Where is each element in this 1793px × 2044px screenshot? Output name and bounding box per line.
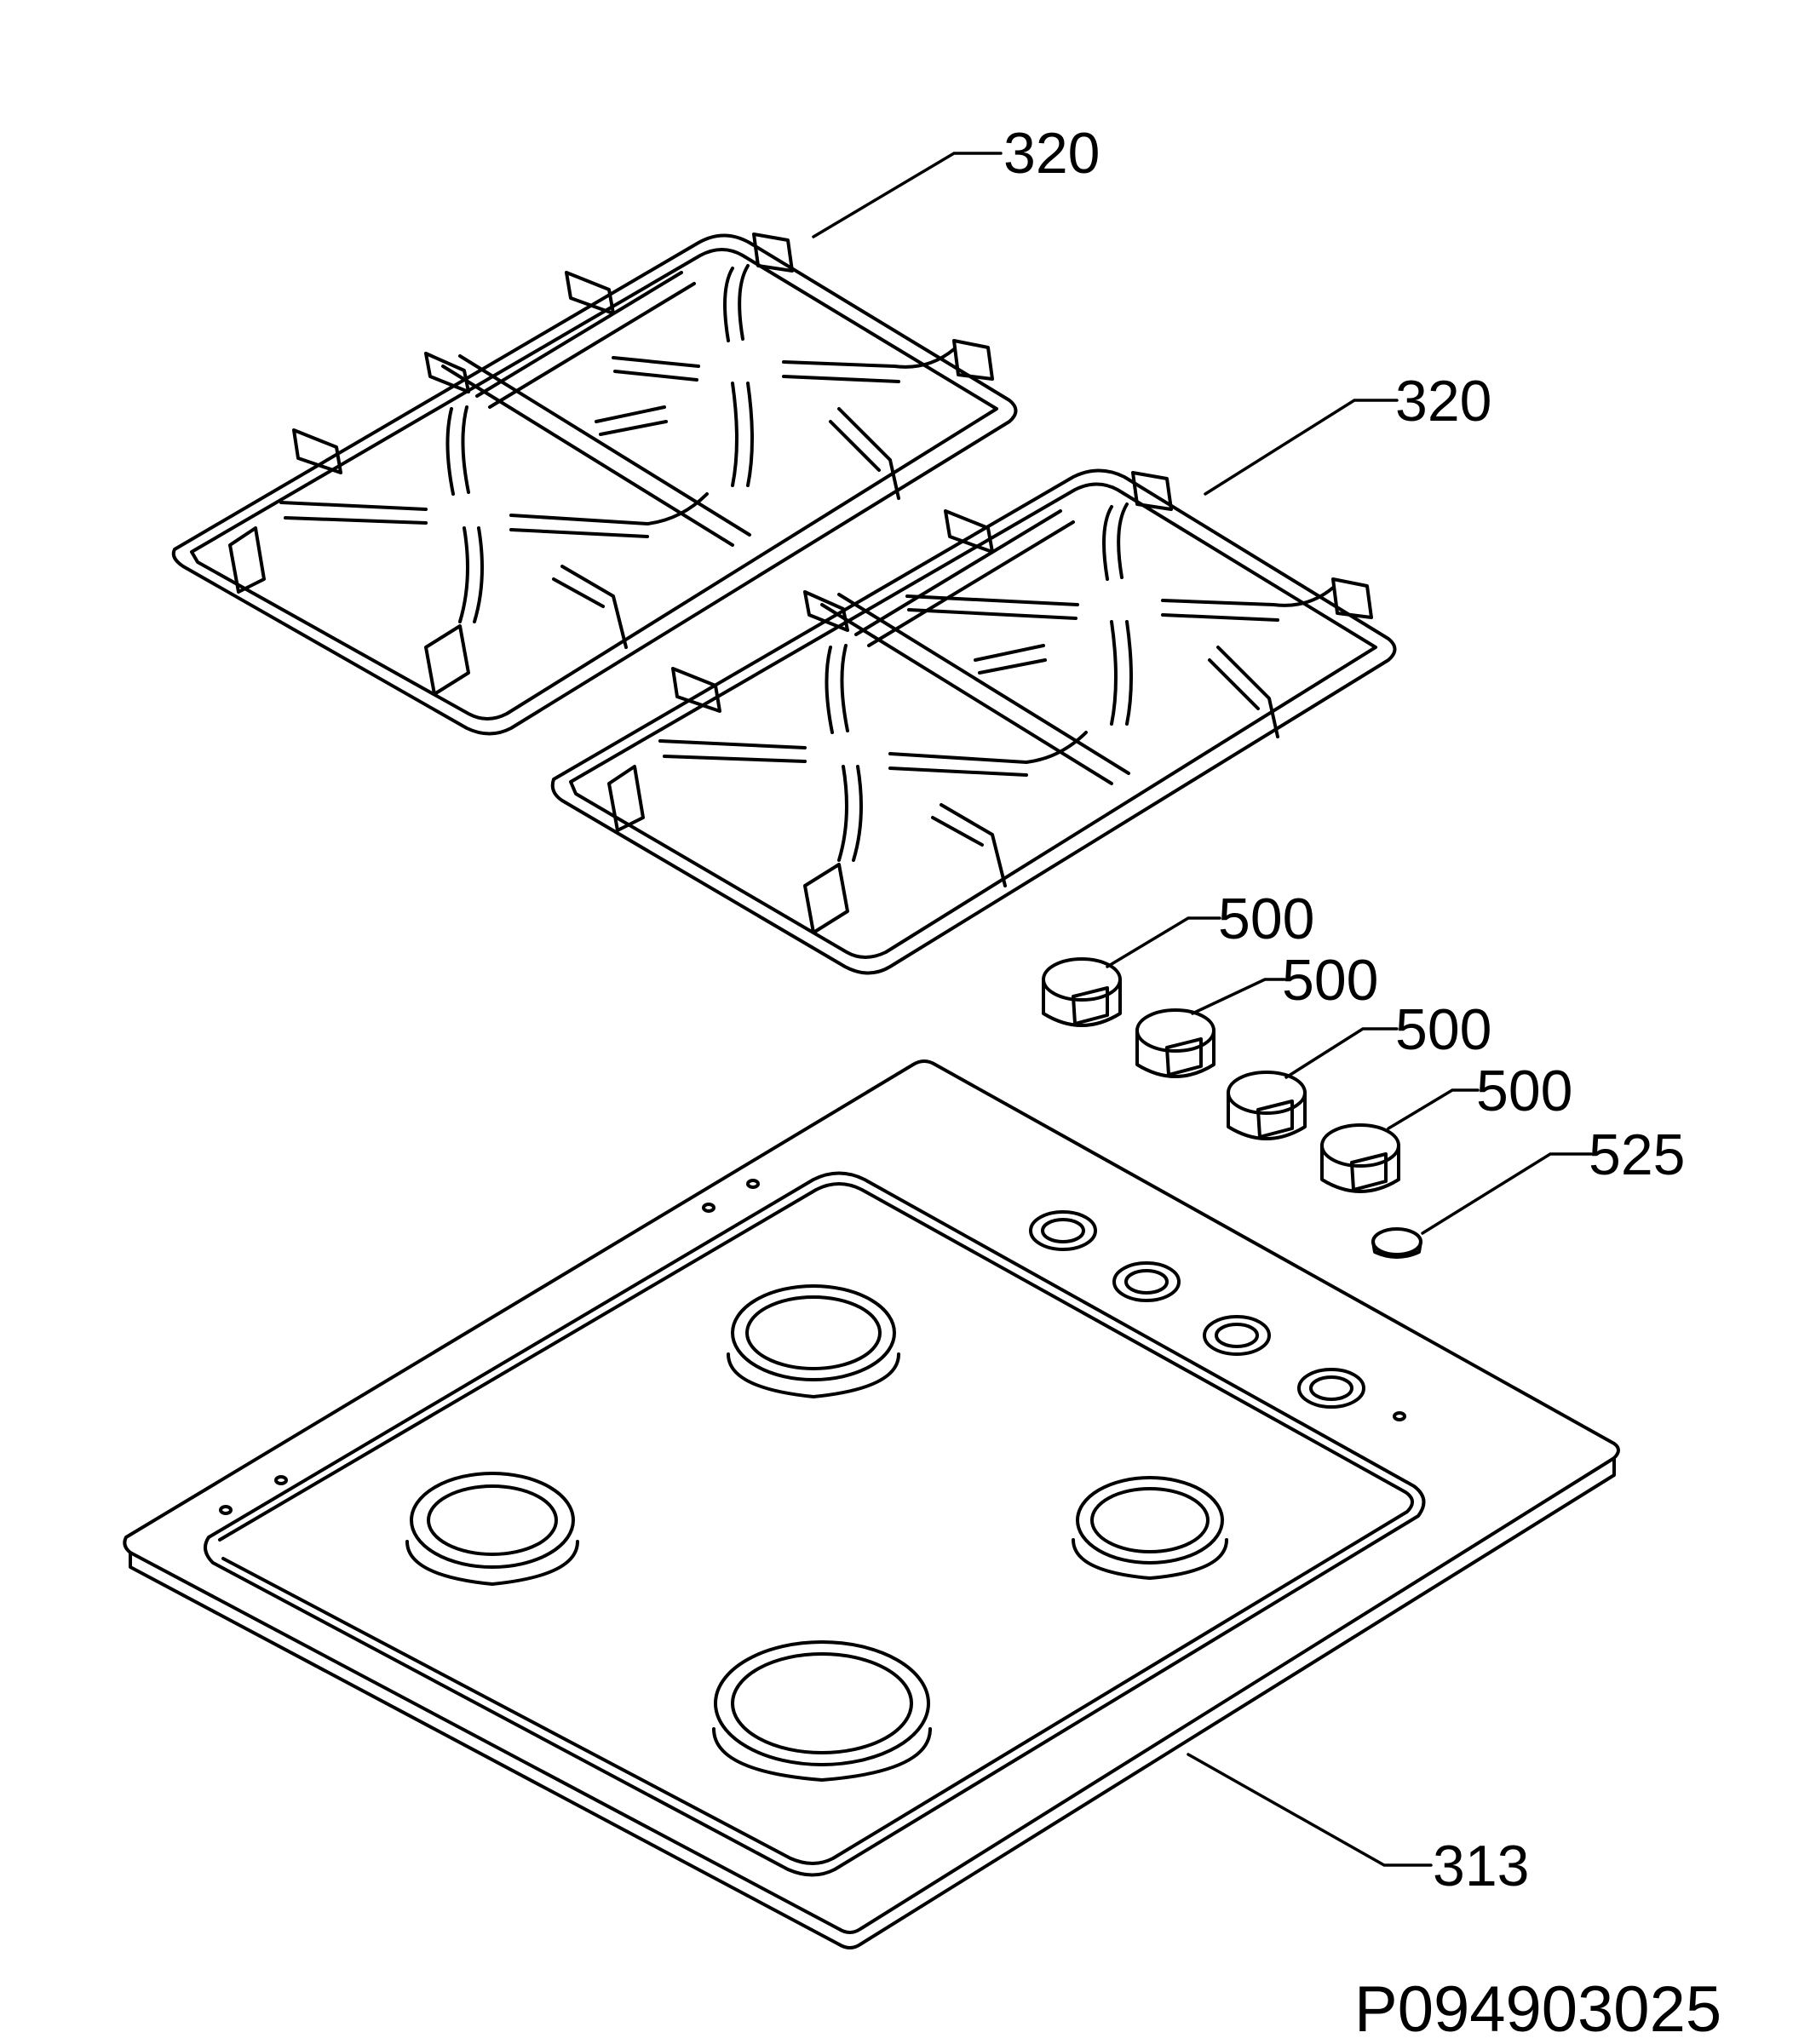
part-label-ignition-button: 525 (1589, 1122, 1685, 1187)
knob-seat-2 (1112, 1261, 1181, 1302)
burner-rear (727, 1284, 900, 1398)
control-knob-3 (1227, 1071, 1307, 1140)
part-label-knob-2: 500 (1282, 948, 1378, 1013)
part-label-knob-1: 500 (1218, 887, 1314, 951)
burner-front (712, 1640, 932, 1782)
control-knob-1 (1042, 957, 1122, 1027)
control-knob-2 (1135, 1008, 1215, 1078)
part-label-knob-3: 500 (1395, 997, 1491, 1062)
pan-support-grid-left (171, 233, 1018, 736)
knob-seat-1 (1029, 1210, 1097, 1251)
part-label-hob-top: 313 (1433, 1834, 1529, 1898)
knob-seat-4 (1297, 1368, 1365, 1409)
hob-top-panel (123, 1059, 1620, 1949)
burner-left (405, 1472, 579, 1586)
pan-support-grid-right (550, 468, 1397, 975)
ignition-button (1371, 1227, 1422, 1259)
burner-right (1072, 1476, 1228, 1580)
drawing-code: P094903025 (1354, 1973, 1721, 2044)
control-knob-4 (1320, 1123, 1400, 1193)
knob-seat-3 (1203, 1315, 1271, 1356)
part-label-grid-left: 320 (1003, 121, 1100, 186)
part-label-grid-right: 320 (1395, 369, 1491, 433)
part-label-knob-4: 500 (1476, 1059, 1572, 1123)
leader-lines (812, 152, 1593, 1867)
